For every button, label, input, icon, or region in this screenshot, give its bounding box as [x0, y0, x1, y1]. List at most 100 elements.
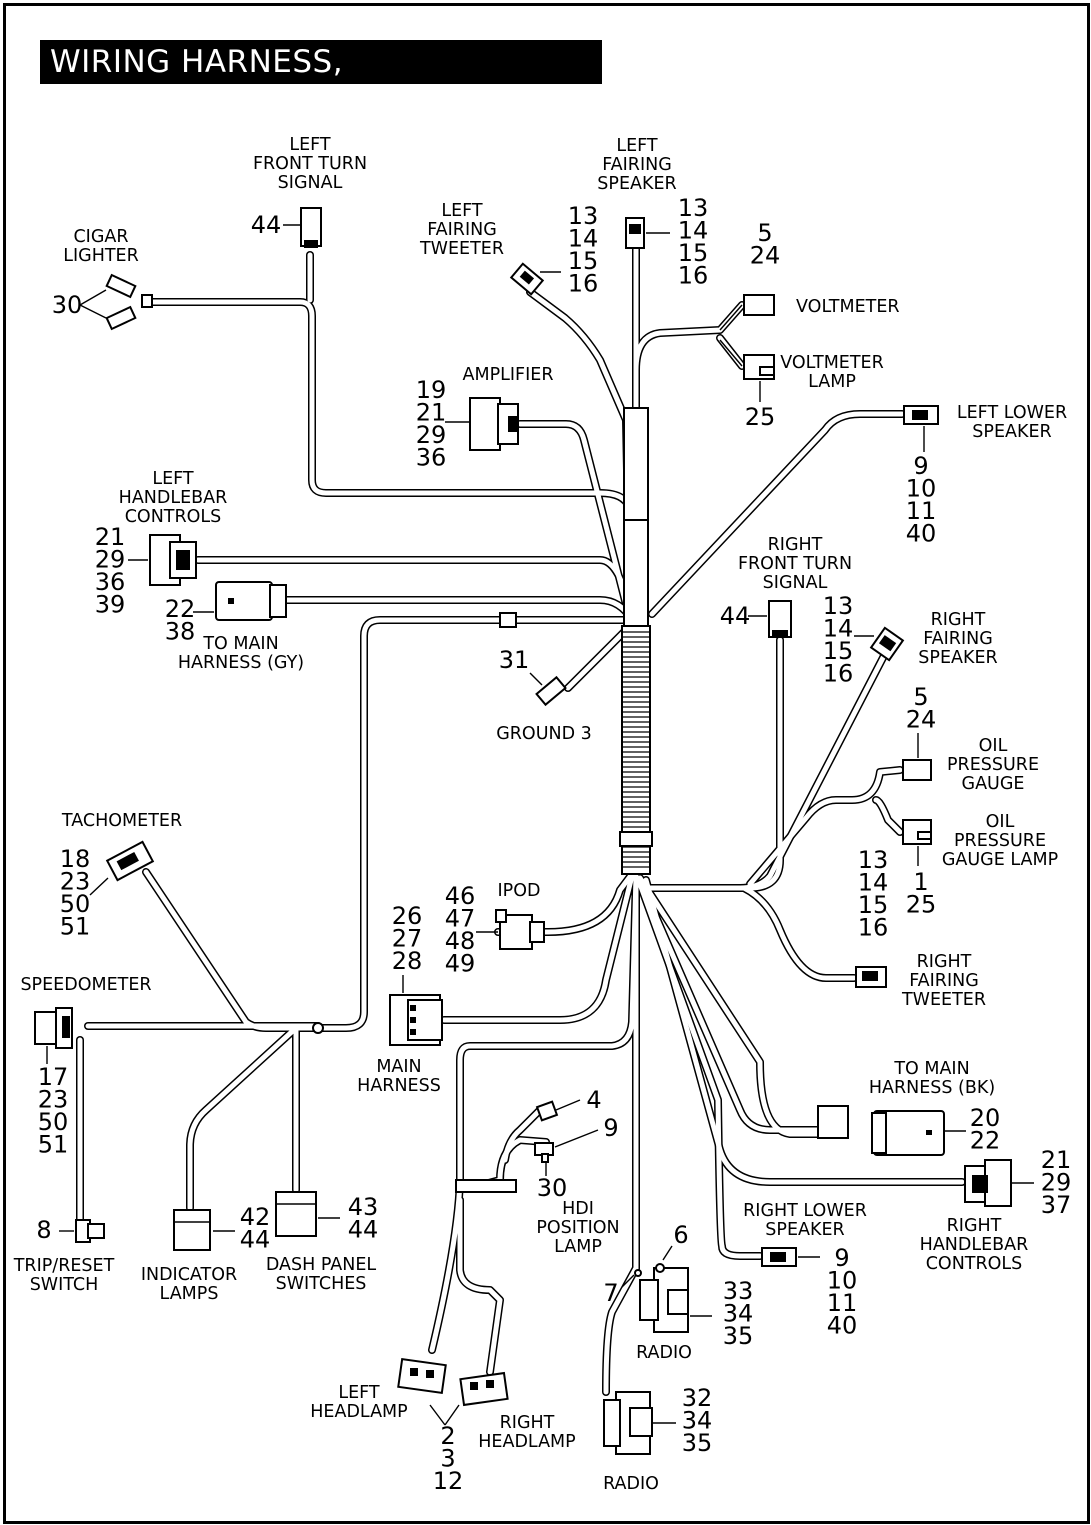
wire-core-32: [603, 1265, 639, 1395]
right-fairing-speaker-refs-line: 16: [823, 660, 854, 688]
wire-core-6: [517, 421, 633, 623]
radio-upper-refs-line: 33: [723, 1277, 754, 1305]
oil-pressure-gauge-lamp-refs-line: 1: [913, 868, 928, 896]
hdi-ref-30: 30: [537, 1174, 568, 1202]
speedometer-connector: [34, 1007, 73, 1049]
to-main-harness-bk-refs-line: 22: [970, 1127, 1001, 1155]
ipod-refs-line: 48: [445, 927, 476, 955]
right-front-turn-signal-refs: 44: [720, 602, 751, 630]
hdi-position-lamp-label-line: POSITION: [536, 1218, 619, 1238]
left-fairing-speaker-refs-line: 16: [678, 262, 709, 290]
headlamp-refs-refs-line: 12: [433, 1467, 464, 1495]
hdi-position-lamp-connector: [534, 1100, 559, 1163]
ground-3-terminal: [535, 675, 567, 707]
right-lower-speaker-refs-line: 10: [827, 1267, 858, 1295]
left-fairing-tweeter-label-line: LEFT: [441, 201, 483, 221]
ipod-label: IPOD: [498, 881, 541, 901]
left-fairing-speaker-refs-line: 15: [678, 239, 709, 267]
speedometer-refs-line: 23: [38, 1086, 69, 1114]
tachometer-refs-line: 23: [60, 868, 91, 896]
oil-pressure-gauge-label-line: OIL: [979, 736, 1008, 756]
right-fairing-tweeter-refs-line: 13: [858, 846, 889, 874]
left-fairing-tweeter-label-line: FAIRING: [427, 220, 497, 240]
right-handlebar-controls-refs-line: 37: [1041, 1191, 1072, 1219]
voltmeter-refs-line: 24: [750, 242, 781, 270]
to-main-harness-bk-label-line: HARNESS (BK): [869, 1078, 995, 1098]
wire-core-4: [633, 302, 745, 373]
trip-reset-switch-label-line: TRIP/RESET: [13, 1256, 115, 1276]
hdi-ref-9: 9: [603, 1114, 618, 1142]
oil-pressure-gauge-lamp-label-line: OIL: [986, 812, 1015, 832]
right-lower-speaker-label-line: RIGHT LOWER: [743, 1201, 867, 1221]
right-fairing-tweeter-connector: [855, 966, 887, 988]
cigar-lighter-connector: [105, 273, 153, 331]
indicator-lamps-label-line: INDICATOR: [141, 1265, 237, 1285]
right-headlamp-connector: [459, 1371, 509, 1407]
left-handlebar-controls-refs-line: 29: [95, 546, 126, 574]
ipod-refs-line: 47: [445, 905, 476, 933]
right-handlebar-controls-label-line: RIGHT: [947, 1216, 1002, 1236]
left-front-turn-signal-refs: 44: [251, 211, 282, 239]
wire-core-30: [187, 1025, 299, 1211]
voltmeter-label-line: VOLTMETER: [796, 297, 900, 317]
main-harness-label-line: HARNESS: [357, 1076, 441, 1096]
to-main-harness-gy-connector: [215, 581, 287, 621]
oil-pressure-gauge-label-line: PRESSURE: [947, 755, 1039, 775]
left-fairing-speaker-label-line: FAIRING: [602, 155, 672, 175]
wire-core-25: [643, 877, 965, 1185]
left-fairing-speaker-refs-line: 14: [678, 217, 709, 245]
wire-core-16: [143, 869, 321, 1031]
oil-pressure-gauge-refs-line: 5: [913, 683, 928, 711]
leader-lines: [46, 224, 1034, 1426]
to-main-harness-gy-refs-line: 22: [165, 595, 196, 623]
wire-core-19: [441, 873, 635, 1023]
left-handlebar-controls-connector: [149, 534, 197, 586]
oil-pressure-gauge-lamp-label-line: PRESSURE: [954, 831, 1046, 851]
wire-core-27: [741, 885, 857, 981]
left-fairing-speaker-refs-line: 13: [678, 194, 709, 222]
left-fairing-speaker-connector: [625, 217, 645, 249]
trip-reset-switch-refs: 8: [36, 1216, 51, 1244]
connectors: [34, 207, 1012, 1455]
radio-ref-7: 7: [603, 1279, 618, 1307]
oil-pressure-gauge-lamp-label-line: GAUGE LAMP: [942, 850, 1058, 870]
wire-core-0: [149, 299, 635, 623]
left-handlebar-controls-label-line: LEFT: [152, 469, 194, 489]
wire-core-7: [649, 411, 905, 617]
right-fairing-tweeter-refs-line: 14: [858, 869, 889, 897]
oil-pressure-gauge-refs-line: 24: [906, 706, 937, 734]
wire-26: [636, 874, 844, 1138]
dash-panel-switches-connector: [275, 1191, 317, 1237]
speedometer-refs-line: 51: [38, 1131, 69, 1159]
trip-reset-switch-connector: [75, 1219, 105, 1243]
radio-upper-label: RADIO: [636, 1343, 692, 1363]
left-lower-speaker-refs-line: 10: [906, 475, 937, 503]
right-front-turn-signal-connector: [768, 600, 792, 638]
right-fairing-tweeter-label-line: TWEETER: [901, 990, 986, 1010]
right-lower-speaker-connector: [761, 1247, 797, 1267]
to-main-harness-gy-refs-line: 38: [165, 618, 196, 646]
right-lower-speaker-refs-line: 11: [827, 1289, 858, 1317]
wire-core-14: [747, 767, 903, 887]
left-lower-speaker-label-line: SPEAKER: [972, 422, 1051, 442]
voltmeter-label: VOLTMETER: [796, 297, 900, 317]
amplifier-connector: [469, 397, 519, 451]
ipod-label-line: IPOD: [498, 881, 541, 901]
hdi-position-lamp-label-line: LAMP: [554, 1237, 602, 1257]
left-lower-speaker-connector: [903, 405, 939, 425]
wire-12: [646, 636, 784, 892]
cigar-lighter-label-line: LIGHTER: [63, 246, 139, 266]
